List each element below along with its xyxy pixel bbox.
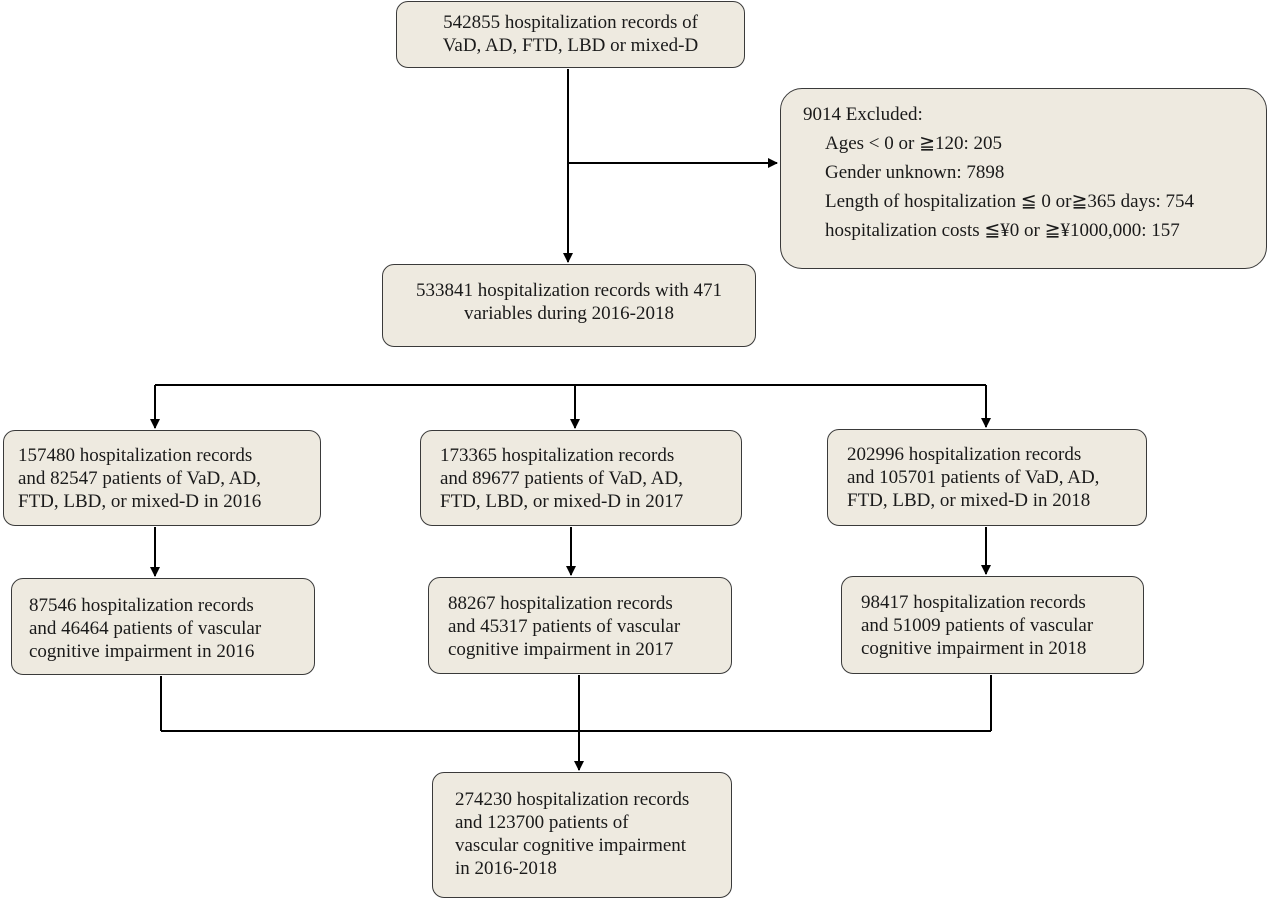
excluded-reason-length: Length of hospitalization ≦ 0 or≧365 day… xyxy=(825,191,1195,212)
year-2018-box: 202996 hospitalization records and 10570… xyxy=(827,429,1147,526)
excluded-reason-costs: hospitalization costs ≦¥0 or ≧¥1000,000:… xyxy=(825,220,1180,241)
vci-2018-line-1: 98417 hospitalization records xyxy=(861,592,1086,613)
year-2016-box: 157480 hospitalization records and 82547… xyxy=(3,430,321,526)
vci-2016-line-2: and 46464 patients of vascular xyxy=(29,618,262,639)
excluded-title: 9014 Excluded: xyxy=(803,104,923,125)
vci-2016-line-1: 87546 hospitalization records xyxy=(29,595,254,616)
year-2018-line-3: FTD, LBD, or mixed-D in 2018 xyxy=(847,490,1091,511)
year-2016-line-3: FTD, LBD, or mixed-D in 2016 xyxy=(18,491,262,512)
vci-2017-line-2: and 45317 patients of vascular xyxy=(448,616,681,637)
vci-2017-line-3: cognitive impairment in 2017 xyxy=(448,639,674,660)
vci-2016-line-3: cognitive impairment in 2016 xyxy=(29,641,255,662)
excluded-reason-gender: Gender unknown: 7898 xyxy=(825,162,1005,183)
final-vci-line-1: 274230 hospitalization records xyxy=(455,789,690,810)
year-2017-box: 173365 hospitalization records and 89677… xyxy=(420,430,742,526)
included-records-line-1: 533841 hospitalization records with 471 xyxy=(415,280,723,301)
included-records-line-2: variables during 2016-2018 xyxy=(463,303,674,324)
year-2018-line-1: 202996 hospitalization records xyxy=(847,444,1082,465)
year-2017-line-1: 173365 hospitalization records xyxy=(440,445,675,466)
final-vci-box: 274230 hospitalization records and 12370… xyxy=(432,772,732,898)
vci-2018-line-3: cognitive impairment in 2018 xyxy=(861,638,1087,659)
year-2016-line-2: and 82547 patients of VaD, AD, xyxy=(18,468,261,489)
source-records-line-1: 542855 hospitalization records of xyxy=(443,12,698,33)
year-2018-line-2: and 105701 patients of VaD, AD, xyxy=(847,467,1100,488)
vci-2017-box: 88267 hospitalization records and 45317 … xyxy=(428,577,732,674)
year-2016-line-1: 157480 hospitalization records xyxy=(18,445,253,466)
vci-2017-line-1: 88267 hospitalization records xyxy=(448,593,673,614)
year-2017-line-2: and 89677 patients of VaD, AD, xyxy=(440,468,683,489)
included-records-box: 533841 hospitalization records with 471 … xyxy=(382,264,756,347)
excluded-reason-age: Ages < 0 or ≧120: 205 xyxy=(825,133,1003,154)
source-records-line-2: VaD, AD, FTD, LBD or mixed-D xyxy=(442,35,699,56)
vci-2018-box: 98417 hospitalization records and 51009 … xyxy=(841,576,1144,674)
source-records-box: 542855 hospitalization records of VaD, A… xyxy=(396,1,745,68)
vci-2018-line-2: and 51009 patients of vascular xyxy=(861,615,1094,636)
final-vci-line-3: vascular cognitive impairment xyxy=(455,835,687,856)
final-vci-line-4: in 2016-2018 xyxy=(455,858,557,879)
final-vci-line-2: and 123700 patients of xyxy=(455,812,629,833)
vci-2016-box: 87546 hospitalization records and 46464 … xyxy=(11,578,315,675)
excluded-records-box: 9014 Excluded: Ages < 0 or ≧120: 205 Gen… xyxy=(780,88,1267,269)
year-2017-line-3: FTD, LBD, or mixed-D in 2017 xyxy=(440,491,684,512)
